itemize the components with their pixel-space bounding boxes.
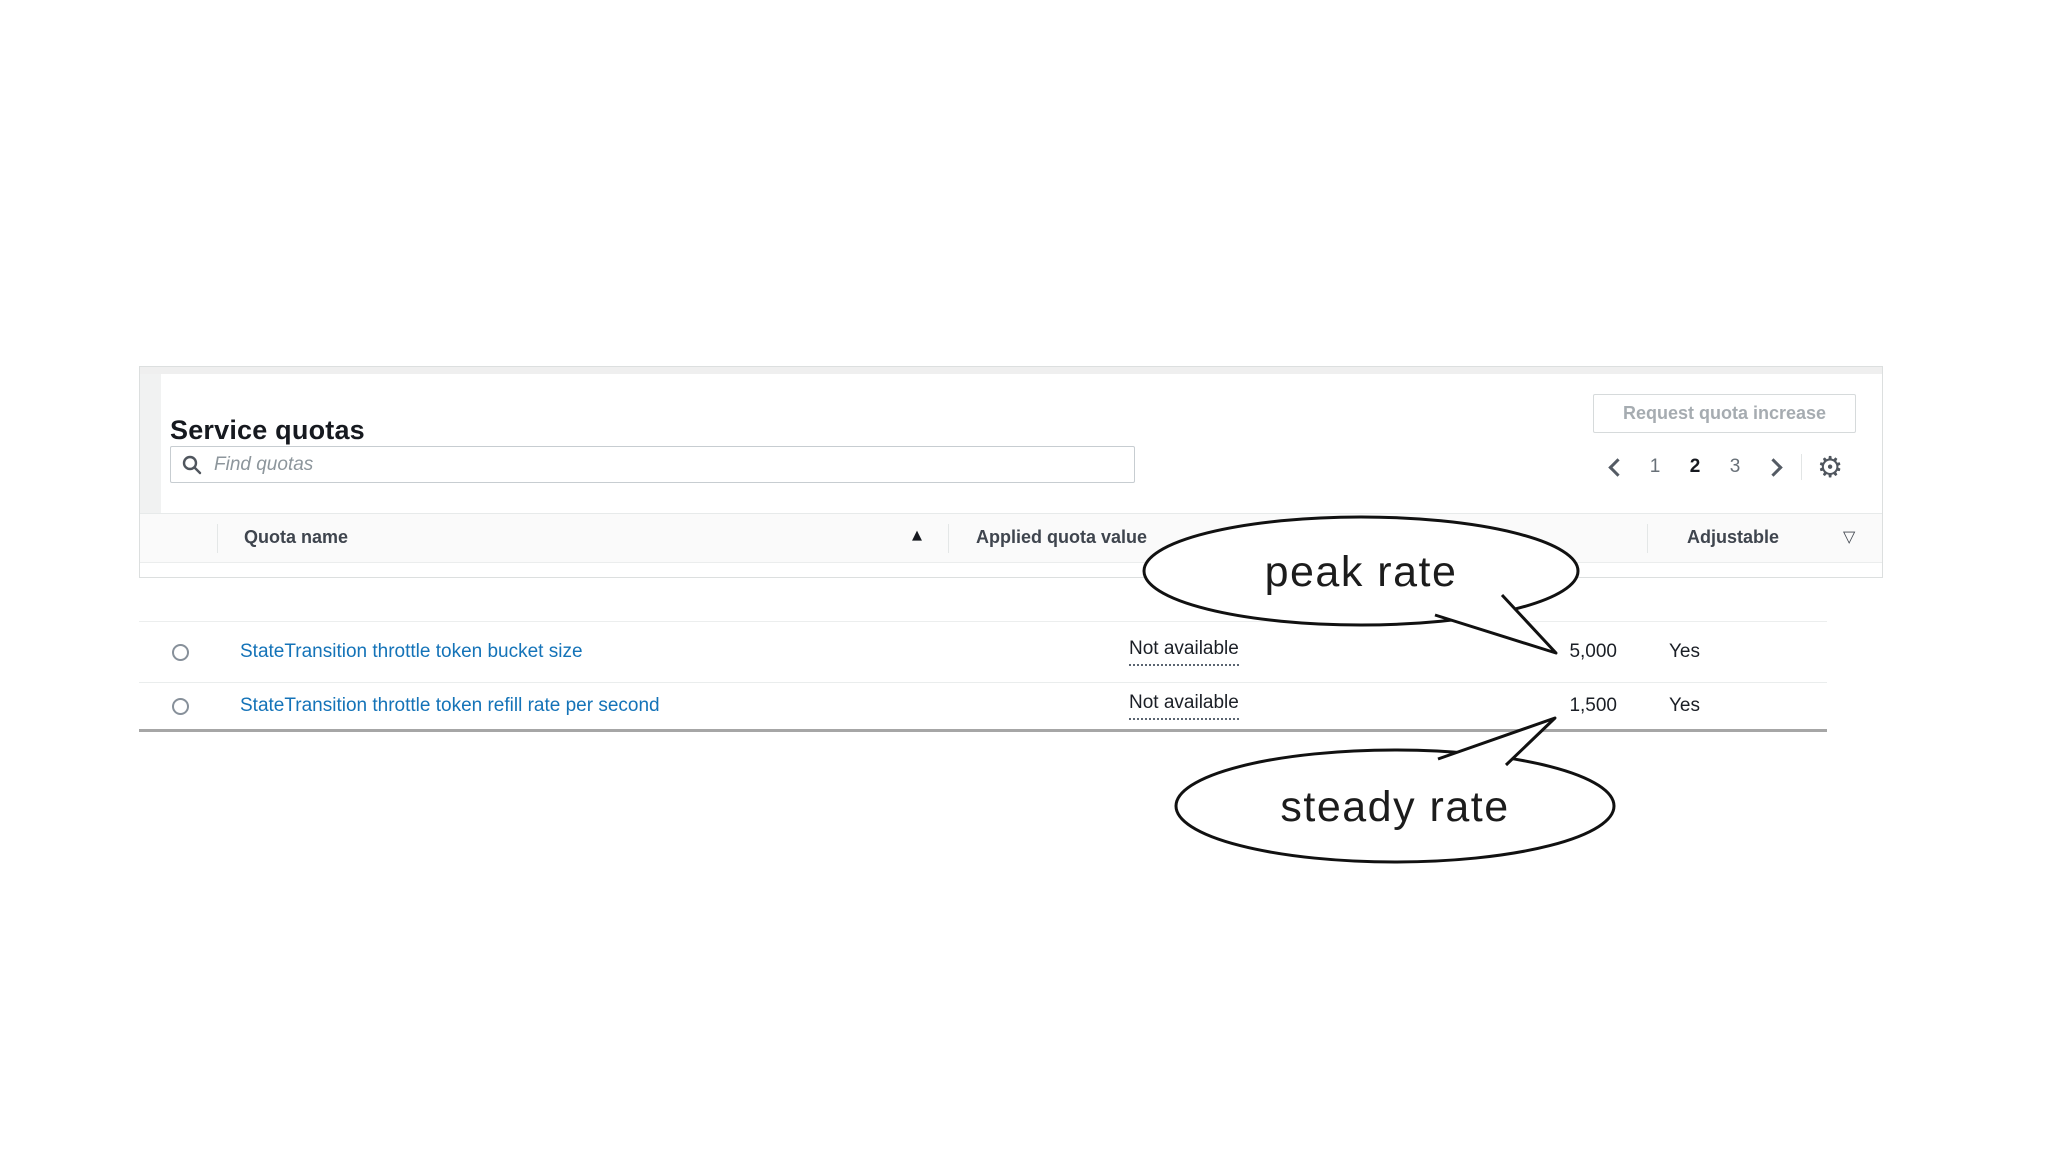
settings-gear-button[interactable]: ⚙ — [1817, 449, 1843, 484]
service-quotas-card: Service quotas Request quota increase 1 … — [139, 366, 1883, 578]
request-quota-increase-button[interactable]: Request quota increase — [1593, 394, 1856, 433]
pagination-divider — [1801, 454, 1802, 480]
quota-rows-strip: StateTransition throttle token bucket si… — [139, 621, 1827, 732]
pagination-page-1[interactable]: 1 — [1649, 456, 1661, 477]
header-separator — [217, 524, 218, 553]
quota-name-link[interactable]: StateTransition throttle token refill ra… — [240, 695, 660, 716]
column-header-quota-name[interactable]: Quota name — [244, 527, 349, 547]
table-row: StateTransition throttle token refill ra… — [139, 683, 1827, 729]
search-icon — [182, 455, 202, 474]
sort-ascending-icon[interactable]: ▲ — [912, 528, 922, 543]
card-top-band — [140, 367, 1882, 374]
adjustable-value: Yes — [1669, 641, 1700, 662]
steady-rate-label: steady rate — [1280, 783, 1509, 831]
steady-rate-callout: steady rate — [1174, 716, 1616, 864]
chevron-left-icon — [1607, 457, 1627, 477]
row-radio-button[interactable] — [172, 643, 189, 661]
column-header-adjustable: Adjustable — [1687, 527, 1780, 547]
row-radio-button[interactable] — [172, 697, 189, 715]
pagination-next-button[interactable] — [1755, 451, 1795, 483]
chevron-right-icon — [1763, 457, 1783, 477]
column-header-applied-quota-value: Applied quota value — [976, 527, 1148, 547]
pagination-page-3[interactable]: 3 — [1729, 456, 1741, 477]
table-header: Quota name ▲ Applied quota value Adjusta… — [140, 513, 1882, 563]
table-row: StateTransition throttle token bucket si… — [139, 622, 1827, 683]
default-quota-value: 5,000 — [1569, 641, 1617, 662]
filter-dropdown-icon[interactable]: ▽ — [1843, 527, 1856, 546]
applied-quota-value[interactable]: Not available — [1129, 692, 1239, 720]
header-separator — [948, 524, 949, 553]
pagination: 1 2 3 ⚙ — [1595, 449, 1852, 485]
search-input[interactable] — [212, 452, 1134, 477]
default-quota-value: 1,500 — [1569, 695, 1617, 716]
search-box[interactable] — [170, 446, 1135, 483]
card-left-gutter — [140, 374, 161, 513]
quota-name-link[interactable]: StateTransition throttle token bucket si… — [240, 641, 583, 662]
applied-quota-value[interactable]: Not available — [1129, 638, 1239, 666]
adjustable-value: Yes — [1669, 695, 1700, 716]
header-separator — [1647, 524, 1648, 553]
pagination-page-2-current[interactable]: 2 — [1689, 456, 1701, 477]
pagination-prev-button[interactable] — [1595, 451, 1635, 483]
page-title: Service quotas — [170, 415, 365, 446]
